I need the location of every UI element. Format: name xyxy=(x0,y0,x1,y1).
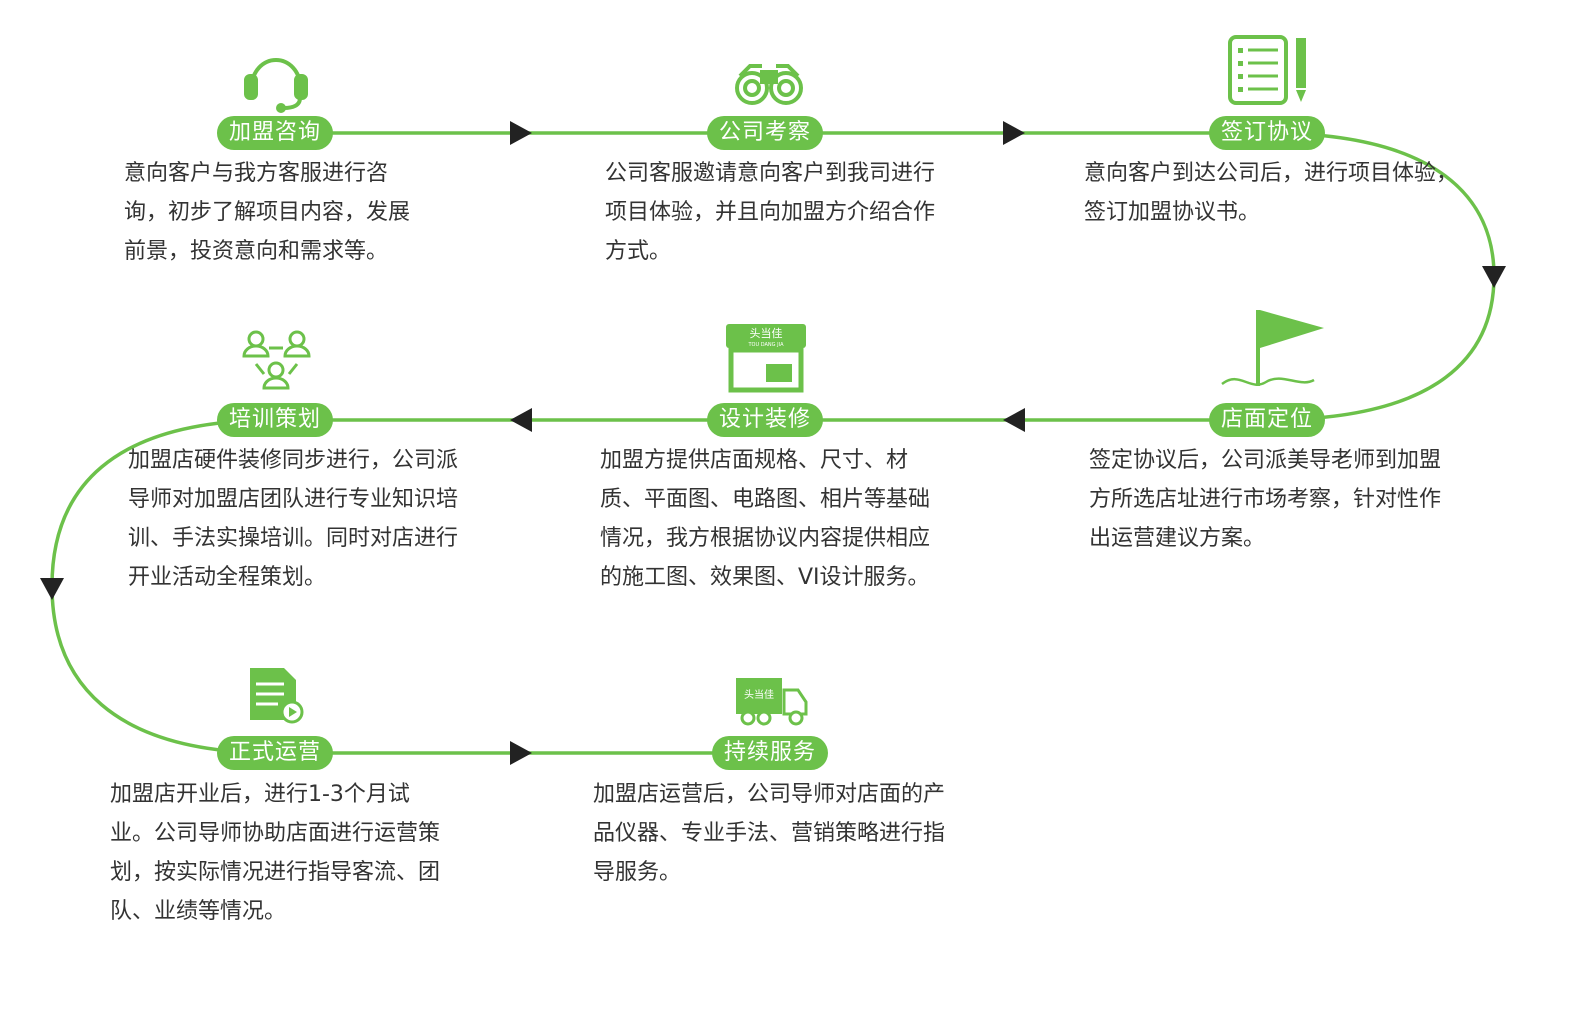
svg-text:TOU DANG JIA: TOU DANG JIA xyxy=(748,342,785,348)
step-desc-continuous-service: 加盟店运营后，公司导师对店面的产品仪器、专业手法、营销策略进行指导服务。 xyxy=(593,782,946,885)
arrow-down-right xyxy=(1482,266,1506,288)
step-desc-sign-agreement: 意向客户到达公司后，进行项目体验，签订加盟协议书。 xyxy=(1084,161,1459,225)
step-desc-design-decoration: 加盟方提供店面规格、尺寸、材质、平面图、电路图、相片等基础情况，我方根据协议内容… xyxy=(600,448,931,590)
arrow-right-2 xyxy=(1003,121,1025,145)
storefront-icon: 头当佳 TOU DANG JIA xyxy=(726,324,806,393)
step-label-continuous-service: 持续服务 xyxy=(711,736,829,770)
step-desc-consultation: 意向客户与我方客服进行咨询，初步了解项目内容，发展前景，投资意向和需求等。 xyxy=(124,161,411,264)
svg-text:头当佳: 头当佳 xyxy=(750,326,783,340)
document-play-icon xyxy=(250,668,304,724)
step-label-design-decoration: 设计装修 xyxy=(706,403,824,437)
team-icon xyxy=(242,330,311,390)
step-label-consultation: 加盟咨询 xyxy=(216,116,334,150)
step-label-official-operation: 正式运营 xyxy=(216,736,334,770)
step-desc-training-planning: 加盟店硬件装修同步进行，公司派导师对加盟店团队进行专业知识培训、手法实操培训。同… xyxy=(128,448,459,590)
step-label-training-planning: 培训策划 xyxy=(216,403,334,437)
step-label-store-positioning: 店面定位 xyxy=(1208,403,1326,437)
checklist-pencil-icon xyxy=(1228,35,1306,105)
step-label-sign-agreement: 签订协议 xyxy=(1208,116,1326,150)
arrow-down-left xyxy=(40,578,64,600)
delivery-truck-icon: 头当佳 xyxy=(736,678,808,726)
step-desc-company-visit: 公司客服邀请意向客户到我司进行项目体验，并且向加盟方介绍合作方式。 xyxy=(605,161,936,264)
arrow-right-1 xyxy=(510,121,532,145)
step-desc-store-positioning: 签定协议后，公司派美导老师到加盟方所选店址进行市场考察，针对性作出运营建议方案。 xyxy=(1089,448,1442,551)
step-label-company-visit: 公司考察 xyxy=(706,116,824,150)
arrow-left-2 xyxy=(510,408,532,432)
headset-icon xyxy=(244,58,308,113)
arrow-left-1 xyxy=(1003,408,1025,432)
binoculars-icon xyxy=(735,64,803,105)
flag-icon xyxy=(1221,310,1324,386)
arrow-right-3 xyxy=(510,741,532,765)
step-desc-official-operation: 加盟店开业后，进行1-3个月试业。公司导师协助店面进行运营策划，按实际情况进行指… xyxy=(110,782,441,924)
svg-text:头当佳: 头当佳 xyxy=(744,688,774,701)
